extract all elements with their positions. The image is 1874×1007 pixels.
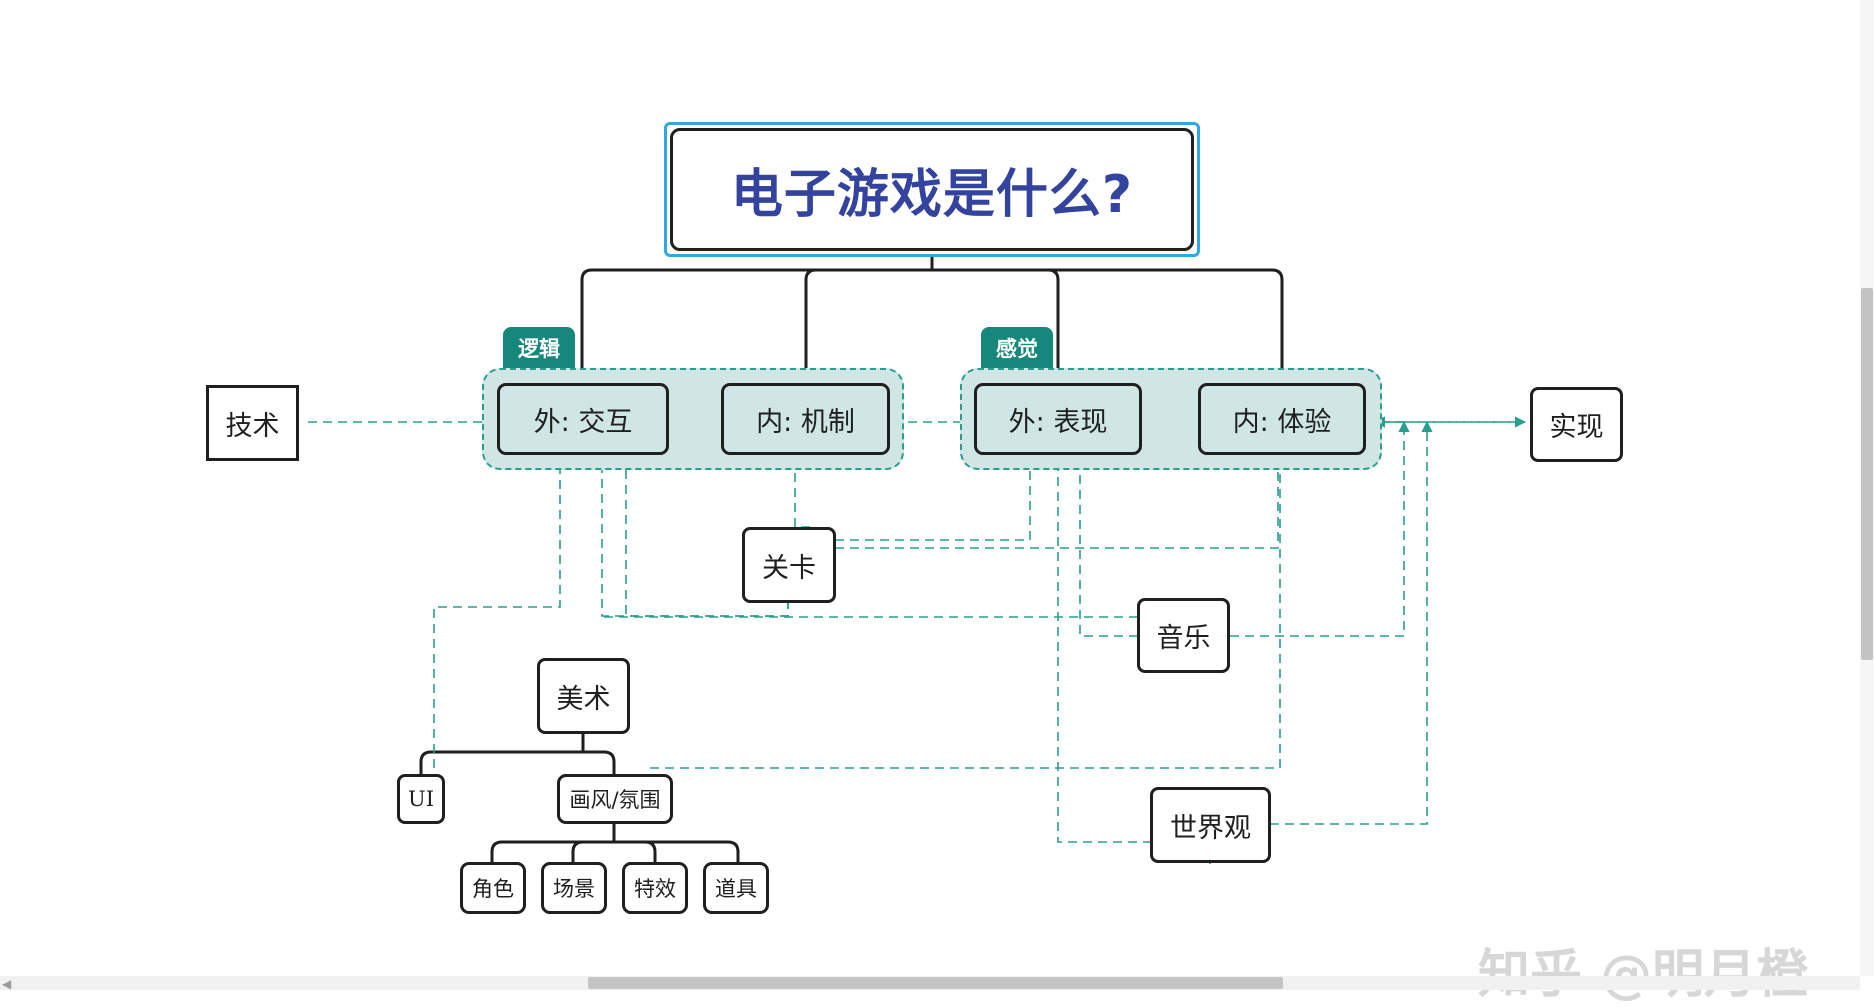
node-implementation[interactable]: 实现 bbox=[1530, 387, 1623, 462]
scroll-left-arrow-icon[interactable]: ◀ bbox=[2, 977, 12, 991]
node-art-style[interactable]: 画风/氛围 bbox=[557, 774, 673, 824]
node-art[interactable]: 美术 bbox=[537, 658, 630, 734]
node-props[interactable]: 道具 bbox=[703, 862, 769, 914]
logic-tag: 逻辑 bbox=[503, 327, 575, 368]
node-worldview[interactable]: 世界观 bbox=[1150, 787, 1271, 863]
node-ui[interactable]: UI bbox=[397, 774, 445, 824]
vertical-scrollbar-thumb[interactable] bbox=[1861, 288, 1873, 660]
node-scene[interactable]: 场景 bbox=[541, 862, 607, 914]
watermark: 知乎 @明月橙 bbox=[1478, 945, 1809, 1005]
node-outer-presentation[interactable]: 外: 表现 bbox=[974, 383, 1142, 455]
node-level[interactable]: 关卡 bbox=[742, 527, 836, 603]
horizontal-scrollbar-thumb[interactable] bbox=[588, 977, 1283, 989]
node-inner-mechanism[interactable]: 内: 机制 bbox=[721, 383, 890, 455]
node-outer-interaction[interactable]: 外: 交互 bbox=[497, 383, 669, 455]
node-technology[interactable]: 技术 bbox=[206, 385, 299, 461]
title-selection-frame bbox=[664, 122, 1200, 257]
feeling-tag: 感觉 bbox=[981, 327, 1053, 368]
title-node[interactable]: 电子游戏是什么? bbox=[670, 128, 1194, 251]
node-character[interactable]: 角色 bbox=[460, 862, 526, 914]
node-inner-experience[interactable]: 内: 体验 bbox=[1198, 383, 1366, 455]
node-music[interactable]: 音乐 bbox=[1137, 598, 1230, 673]
art-branch-lines bbox=[419, 732, 740, 864]
dashed-connectors bbox=[308, 416, 1527, 864]
title-branch-lines bbox=[580, 257, 1284, 385]
node-effects[interactable]: 特效 bbox=[622, 862, 688, 914]
